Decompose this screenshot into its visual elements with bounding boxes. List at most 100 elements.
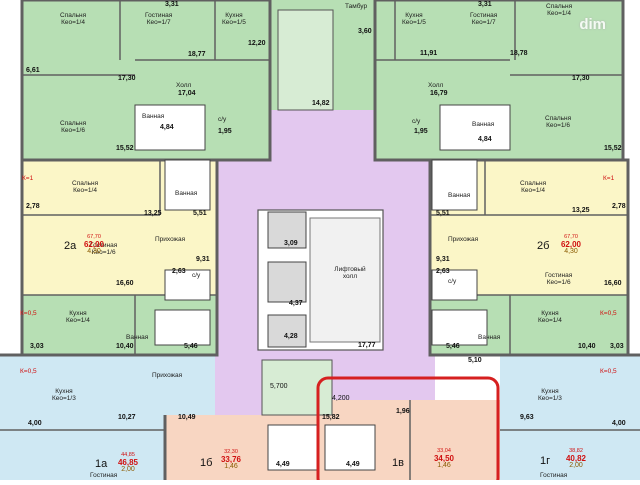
area-value: 12,20 (248, 40, 266, 47)
area-value: 2,63 (172, 268, 186, 275)
k-coefficient: К=0,5 (20, 310, 37, 317)
k-coefficient: К=0,5 (600, 368, 617, 375)
area-value: 10,40 (578, 343, 596, 350)
area-value: 11,91 (420, 50, 438, 57)
room-label: с/у (192, 272, 201, 279)
area-value: 9,31 (436, 256, 450, 263)
room-label: Ванная (175, 190, 198, 197)
k-coefficient: К=1 (603, 175, 615, 182)
room-label: Тамбур (345, 3, 368, 10)
apartment-code: 1б (200, 457, 213, 469)
area-value: 3,03 (30, 343, 44, 350)
apartment-code: 1г (540, 455, 551, 467)
area-value: 4,84 (160, 124, 174, 131)
area-value: 17,30 (118, 75, 136, 82)
area-value: 15,82 (322, 414, 340, 421)
area-value: 17,77 (358, 342, 376, 349)
room-label: с/у (412, 118, 421, 125)
k-coefficient: К=0,5 (600, 310, 617, 317)
room-label: Ванная (142, 113, 165, 120)
area-value: 16,60 (116, 280, 134, 287)
area-value: 5,10 (468, 357, 482, 364)
room-label: Прихожая (448, 236, 479, 243)
area-value: 15,52 (116, 145, 134, 152)
room-label: Гостиная (540, 472, 568, 479)
area-value: 5,46 (446, 343, 460, 350)
area-value: 15,52 (604, 145, 622, 152)
room-label: Холл (428, 82, 444, 89)
area-value: 2,78 (612, 203, 626, 210)
area-value: 1,95 (414, 128, 428, 135)
area-value: 18,78 (510, 50, 528, 57)
area-value: 18,77 (188, 51, 206, 58)
apartment-code: 2а (64, 240, 77, 252)
area-value: 16,60 (604, 280, 622, 287)
apartment-code: 1а (95, 458, 108, 470)
room-label: Прихожая (155, 236, 186, 243)
area-value: 13,25 (144, 210, 162, 217)
room-label: Холл (176, 82, 192, 89)
stair-bottom (261, 359, 333, 416)
area-value: 10,40 (116, 343, 134, 350)
area-value: 5,51 (436, 210, 450, 217)
area-value: 3,31 (165, 1, 179, 8)
area-value: 5,700 (270, 383, 288, 390)
area-value: 4,49 (346, 461, 360, 468)
room-label: Ванная (472, 121, 495, 128)
watermark-logo: dim (579, 16, 606, 33)
area-value: 10,49 (178, 414, 196, 421)
room-label: Лифтовый холл (334, 266, 366, 280)
area-value: 17,30 (572, 75, 590, 82)
room-label: Ванная (478, 334, 501, 341)
area-value: 16,79 (430, 90, 448, 97)
k-coefficient: К=0,5 (20, 368, 37, 375)
selection-highlight (316, 376, 500, 485)
area-value: 4,00 (28, 420, 42, 427)
room-label: Ванная (448, 192, 471, 199)
area-value: 3,03 (610, 343, 624, 350)
area-value: 4,200 (332, 395, 350, 402)
area-value: 4,00 (612, 420, 626, 427)
area-value: 6,61 (26, 67, 40, 74)
area-value: 2,78 (26, 203, 40, 210)
area-value: 2,63 (436, 268, 450, 275)
k-coefficient: К=1 (22, 175, 34, 182)
area-value: 17,04 (178, 90, 196, 97)
area-value: 13,25 (572, 207, 590, 214)
apartment-code: 2б (537, 240, 550, 252)
room-label: с/у (218, 116, 227, 123)
area-value: 1,96 (396, 408, 410, 415)
area-value: 14,82 (312, 100, 330, 107)
room-label: Прихожая (152, 372, 183, 379)
area-value: 1,95 (218, 128, 232, 135)
area-value: 4,28 (284, 333, 298, 340)
room-label: Ванная (126, 334, 149, 341)
area-value: 5,46 (184, 343, 198, 350)
area-value: 3,60 (358, 28, 372, 35)
area-value: 3,31 (478, 1, 492, 8)
area-value: 4,84 (478, 136, 492, 143)
area-value: 3,09 (284, 240, 298, 247)
room-label: с/у (448, 278, 457, 285)
